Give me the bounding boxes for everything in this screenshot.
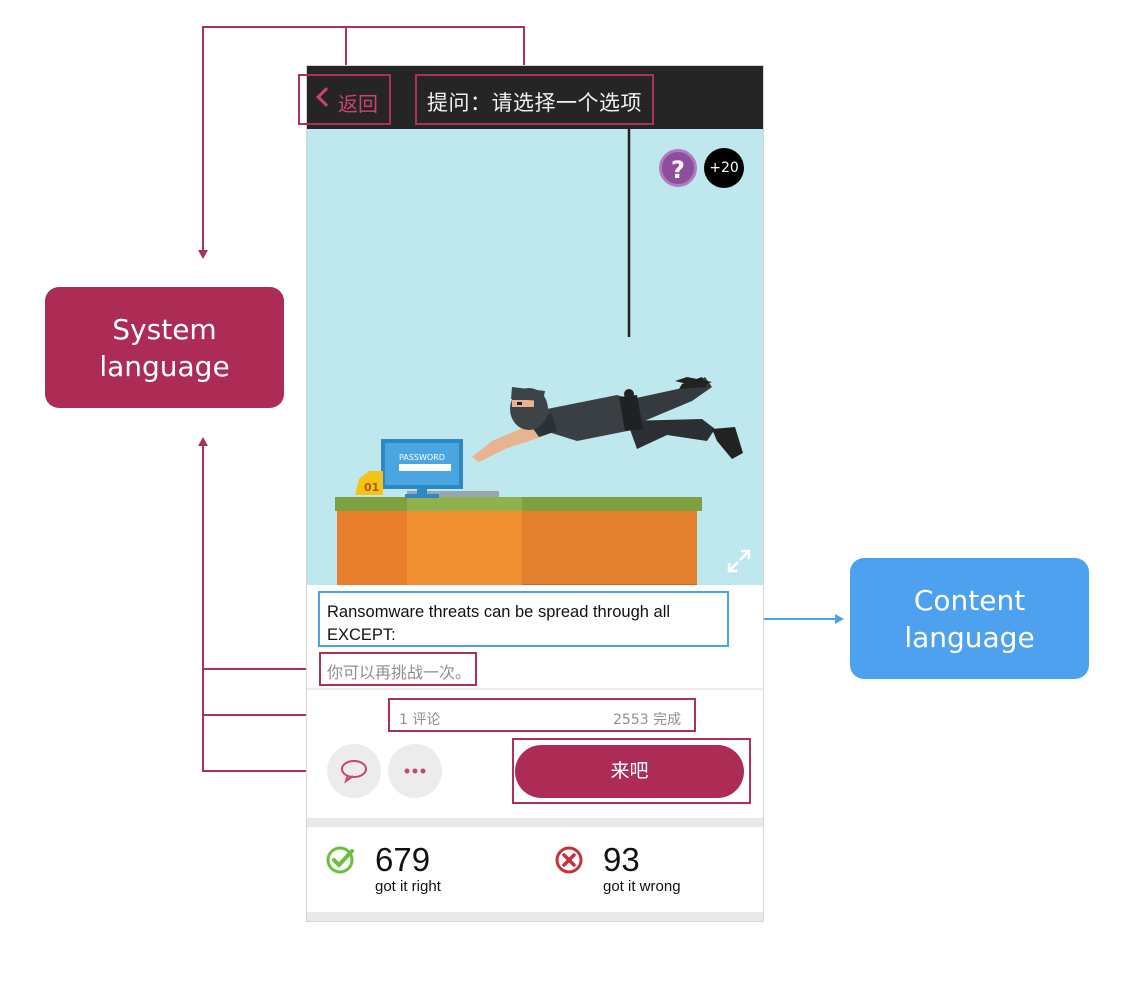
connector-line [523,26,525,74]
comments-count[interactable]: 1 评论 [399,712,441,728]
divider [307,818,763,827]
content-language-text: Content language [904,583,1035,654]
content-language-label: Content language [850,558,1089,679]
connector-line [202,26,525,28]
retry-hint: 你可以再挑战一次。 [327,663,472,682]
connector-line [729,618,836,620]
page-title: 提问：请选择一个选项 [427,91,642,115]
hacker-illustration: PASSWORD 01 [335,129,743,585]
more-dots-icon [404,768,426,774]
divider [307,912,763,921]
question-mark-icon[interactable]: ? [659,149,697,187]
highlight-question [318,591,729,647]
highlight-retry [319,652,477,686]
wrong-label: got it wrong [603,878,681,895]
points-badge: +20 [704,148,744,188]
arrow-up-icon [198,437,208,446]
more-button[interactable] [388,744,442,798]
question-illustration[interactable]: PASSWORD 01 ? +20 [307,129,763,585]
connector-line [202,714,388,716]
back-button[interactable]: 返回 [307,66,397,129]
system-language-label: System language [45,287,284,408]
highlight-title [415,74,654,125]
lets-go-button[interactable]: 来吧 [515,745,744,798]
connector-line [202,26,204,250]
connector-line [202,445,204,772]
divider [307,688,763,690]
back-label: 返回 [338,92,378,116]
arrow-right-icon [835,614,844,624]
completions-count: 2553 完成 [613,712,682,728]
right-count: 679 [375,841,431,878]
connector-line [345,26,347,74]
question-text: Ransomware threats can be spread through… [327,603,671,644]
wrong-count: 93 [603,841,640,878]
arrow-down-icon [198,250,208,259]
right-label: got it right [375,878,441,895]
desk-sign-text: 01 [364,481,379,494]
phone-screen: 返回 提问：请选择一个选项 PASSWORD 0 [306,65,764,922]
expand-icon[interactable] [725,547,753,575]
check-icon [326,846,354,874]
monitor-password-text: PASSWORD [399,453,445,462]
highlight-back-button [298,74,391,125]
highlight-stats [388,698,696,732]
comment-button[interactable] [327,744,381,798]
system-language-text: System language [99,312,230,383]
comment-icon [341,760,367,784]
wrong-icon [555,846,583,874]
top-bar: 返回 提问：请选择一个选项 [307,66,763,129]
highlight-go-button [512,738,751,804]
connector-line [202,668,319,670]
